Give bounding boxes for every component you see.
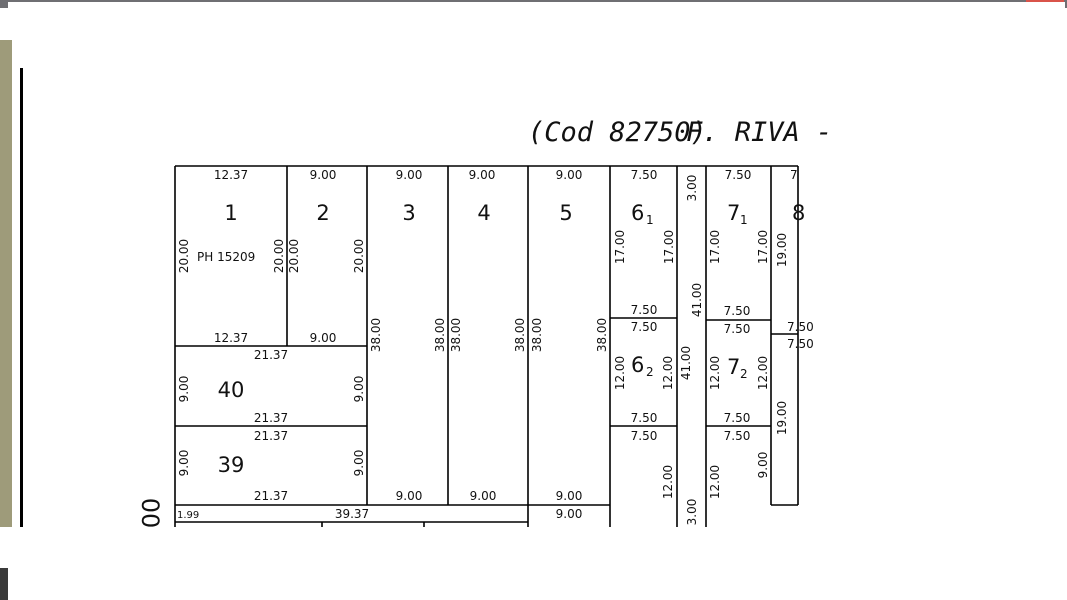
- dim-lot6-1-bottom: 7.50: [631, 303, 658, 317]
- lot-40: 40: [218, 378, 245, 402]
- lot-7-1-sub: 1: [740, 213, 748, 227]
- road-label-partial: 00: [136, 498, 164, 529]
- dim-lot8-lower: 19.00: [775, 401, 789, 435]
- dim-strip-length: 39.37: [335, 507, 369, 521]
- dim-lot1-right: 20.00: [272, 239, 286, 273]
- dim-lot40-bottom: 21.37: [254, 411, 288, 425]
- dim-lot8-upper: 19.00: [775, 233, 789, 267]
- dim-lot6-next-top: 7.50: [631, 429, 658, 443]
- dim-lot3-right: 38.00: [433, 318, 447, 352]
- dim-lot2-left: 20.00: [287, 239, 301, 273]
- dim-lot5-top: 9.00: [556, 168, 583, 182]
- dim-lot7-next-left: 12.00: [708, 465, 722, 499]
- dim-passage-right: 41.00: [690, 283, 704, 317]
- title-code: (Cod 82750): [528, 117, 707, 148]
- dim-lot8-a: 7.50: [787, 320, 814, 334]
- dim-lot39-top: 21.37: [254, 429, 288, 443]
- dim-lot1-left: 20.00: [177, 239, 191, 273]
- drawing-border-line: [20, 68, 23, 527]
- dim-lot39-left: 9.00: [177, 450, 191, 477]
- dim-lot7-next-right: 9.00: [756, 452, 770, 479]
- lot-6-1: 6: [631, 201, 644, 225]
- lot-6-2: 6: [631, 353, 644, 377]
- dim-lot7-1-bottom: 7.50: [724, 304, 751, 318]
- viewer-left-frame: [0, 40, 12, 527]
- dim-lot40-right: 9.00: [352, 376, 366, 403]
- dim-lot7-2-top: 7.50: [724, 322, 751, 336]
- dim-lot5-left: 38.00: [530, 318, 544, 352]
- viewer-bottom-frame: [0, 568, 8, 600]
- dim-lot7-1-left: 17.00: [708, 230, 722, 264]
- dim-strip-width: 1.99: [177, 510, 199, 521]
- viewer-bottom-margin: [0, 527, 1067, 600]
- dim-lot5-next: 9.00: [556, 507, 583, 521]
- dim-lot4-left: 38.00: [449, 318, 463, 352]
- title-name: F. RIVA -: [686, 117, 832, 148]
- vertical-dimensions: 20.00 20.00 20.00 20.00 38.00 38.00 38.0…: [136, 175, 789, 529]
- dim-lot6-1-right: 17.00: [662, 230, 676, 264]
- dim-lot3-bottom: 9.00: [396, 489, 423, 503]
- dim-lot6-2-left: 12.00: [613, 356, 627, 390]
- lot-numbers: 1 2 3 4 5 6 1 7 1 8 6 2 7 2 40 39 PH 152…: [197, 201, 805, 477]
- dim-lot2-top: 9.00: [310, 168, 337, 182]
- lot-6-1-sub: 1: [646, 213, 654, 227]
- lot-7-2: 7: [727, 355, 740, 379]
- parcel-reference: PH 15209: [197, 250, 255, 264]
- dim-lot7-top: 7.50: [725, 168, 752, 182]
- dim-lot5-right: 38.00: [595, 318, 609, 352]
- dim-lot8-b: 7.50: [787, 337, 814, 351]
- lot-7-2-sub: 2: [740, 367, 748, 381]
- dim-lot4-right: 38.00: [513, 318, 527, 352]
- dim-lot6-1-left: 17.00: [613, 230, 627, 264]
- dim-lot4-top: 9.00: [469, 168, 496, 182]
- dim-passage-top: 3.00: [685, 175, 699, 202]
- dim-passage-bottom: 3.00: [685, 499, 699, 526]
- lot-5: 5: [559, 201, 572, 225]
- dim-lot1-top: 12.37: [214, 168, 248, 182]
- dim-lot8-top: 7: [790, 168, 798, 182]
- dim-lot2-right: 20.00: [352, 239, 366, 273]
- dim-lot3-left: 38.00: [369, 318, 383, 352]
- lot-8-partial: 8: [792, 201, 805, 225]
- lot-3: 3: [402, 201, 415, 225]
- dim-passage-left: 41.00: [679, 346, 693, 380]
- lot-7-1: 7: [727, 201, 740, 225]
- dim-lot7-next-top: 7.50: [724, 429, 751, 443]
- lot-6-2-sub: 2: [646, 365, 654, 379]
- horizontal-dimensions: 12.37 9.00 9.00 9.00 9.00 7.50 7.50 7 12…: [177, 168, 814, 521]
- dim-lot6-next-right: 12.00: [661, 465, 675, 499]
- dim-lot7-2-left: 12.00: [708, 356, 722, 390]
- lot-1: 1: [224, 201, 237, 225]
- title-block: (Cod 82750) F. RIVA -: [528, 117, 832, 148]
- dim-lot5-bottom: 9.00: [556, 489, 583, 503]
- lot-2: 2: [316, 201, 329, 225]
- dim-lot2-bottom: 9.00: [310, 331, 337, 345]
- lot-39: 39: [218, 453, 245, 477]
- dim-lot3-top: 9.00: [396, 168, 423, 182]
- dim-lot6-2-bottom: 7.50: [631, 411, 658, 425]
- dim-lot7-2-bottom: 7.50: [724, 411, 751, 425]
- dim-lot1-bottom: 12.37: [214, 331, 248, 345]
- dim-lot40-top: 21.37: [254, 348, 288, 362]
- dim-lot39-right: 9.00: [352, 450, 366, 477]
- parcel-lines: [174, 165, 799, 527]
- dim-lot4-bottom: 9.00: [470, 489, 497, 503]
- dim-lot7-1-right: 17.00: [756, 230, 770, 264]
- dim-lot40-left: 9.00: [177, 376, 191, 403]
- dim-lot6-2-right: 12.00: [661, 356, 675, 390]
- dim-lot6-top: 7.50: [631, 168, 658, 182]
- dim-lot39-bottom: 21.37: [254, 489, 288, 503]
- viewer-top-margin: [8, 2, 1065, 68]
- dim-lot7-2-right: 12.00: [756, 356, 770, 390]
- lot-4: 4: [477, 201, 490, 225]
- dim-lot6-2-top: 7.50: [631, 320, 658, 334]
